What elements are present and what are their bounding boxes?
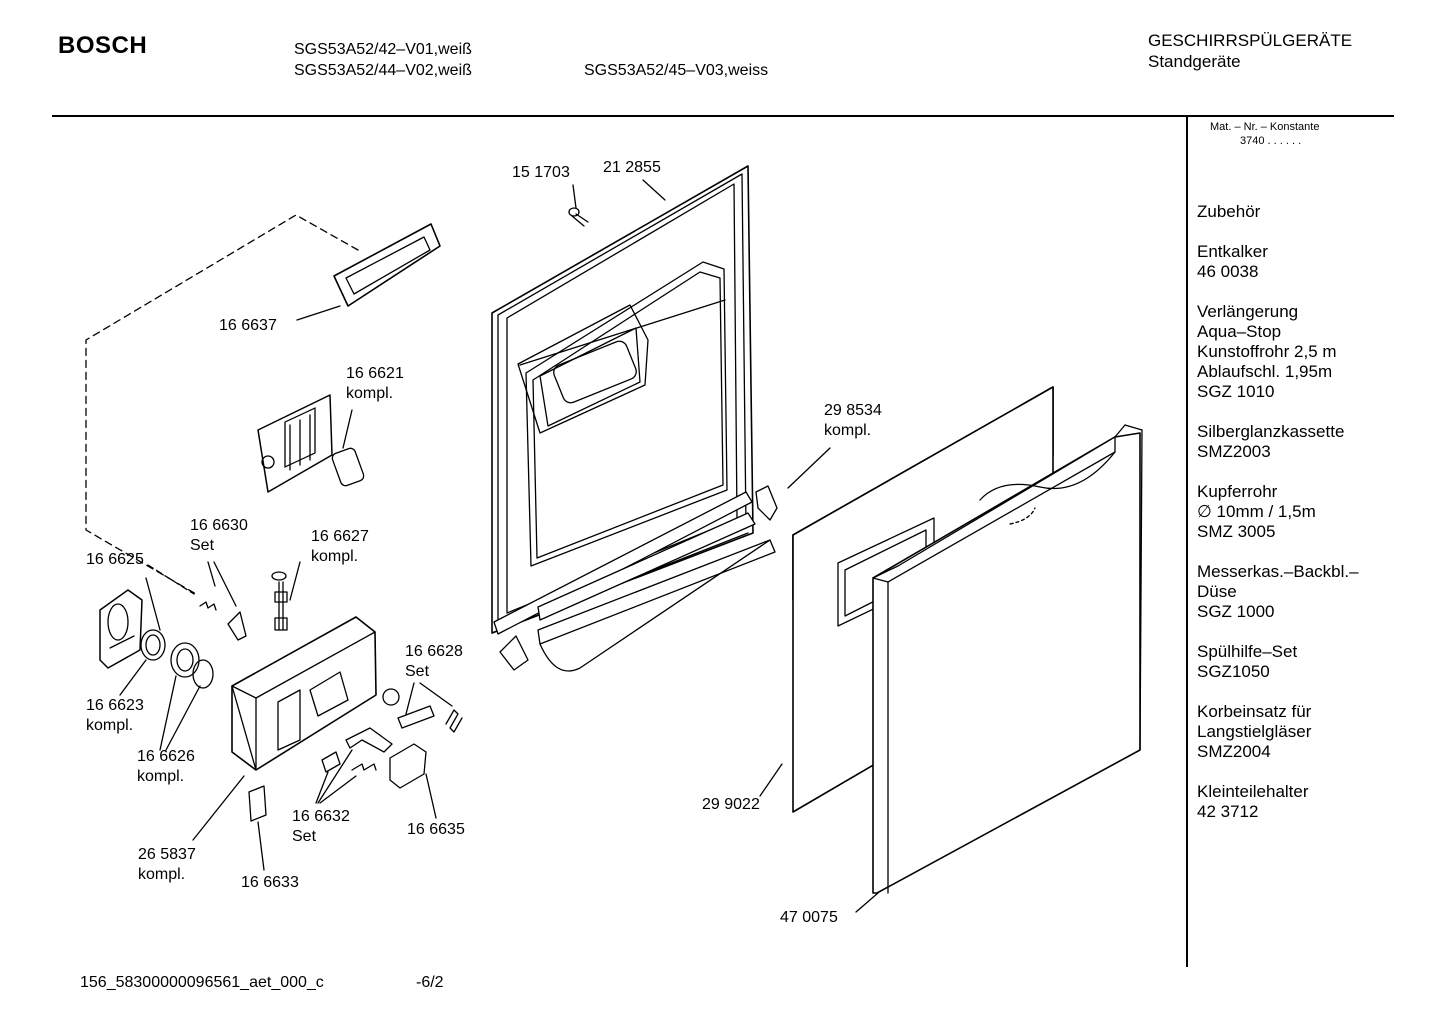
document-id: 156_58300000096561_aet_000_c — [80, 974, 324, 991]
model-number-1: SGS53A52/42–V01,weiß — [294, 41, 472, 58]
lever-part — [227, 611, 247, 641]
model-number-3: SGS53A52/45–V03,weiss — [584, 62, 769, 79]
accessory-line: Kunstoffrohr 2,5 m — [1197, 342, 1337, 361]
actuator-part — [397, 705, 435, 729]
o-ring-part — [192, 659, 214, 689]
spring-part — [199, 601, 217, 611]
category-line-1: GESCHIRRSPÜLGERÄTE — [1148, 31, 1353, 50]
part-label-151703: 15 1703 — [512, 164, 570, 181]
accessory-line: SGZ 1010 — [1197, 382, 1275, 401]
accessory-line: SGZ1050 — [1197, 662, 1270, 681]
inner-door-panel — [491, 165, 754, 634]
ball-part — [382, 688, 400, 706]
accessory-line: Messerkas.–Backbl.– — [1197, 562, 1359, 581]
dispenser-housing-part — [231, 616, 377, 771]
assembly-dashed-line — [85, 214, 359, 595]
konstante-value: 3740 . . . . . . — [1240, 135, 1302, 147]
accessory-line: Ablaufschl. 1,95m — [1197, 362, 1333, 381]
accessory-line: 42 3712 — [1197, 802, 1259, 821]
part-label-166637: 16 6637 — [219, 317, 277, 334]
hinge-part — [755, 485, 778, 521]
detergent-flap-part — [99, 589, 143, 669]
plate-part — [248, 785, 267, 822]
outer-door-panel — [872, 424, 1143, 894]
header-divider — [52, 115, 1394, 117]
part-label-212855: 21 2855 — [603, 159, 661, 176]
accessory-line: SMZ2004 — [1197, 742, 1271, 761]
accessory-line: SMZ 3005 — [1197, 522, 1276, 541]
accessory-line: Entkalker — [1197, 242, 1268, 261]
konstante-label: Mat. – Nr. – Konstante — [1210, 121, 1320, 133]
screw-part — [568, 207, 589, 227]
accessory-line: SMZ2003 — [1197, 442, 1271, 461]
lid-ring-part — [170, 642, 200, 678]
latch-part — [345, 727, 393, 753]
part-label-470075: 47 0075 — [780, 909, 838, 926]
accessory-line: Aqua–Stop — [1197, 322, 1282, 341]
konstante-block: Mat. – Nr. – Konstante 3740 . . . . . . — [1210, 120, 1319, 148]
sidebar-divider — [1186, 117, 1188, 967]
accessory-line: 46 0038 — [1197, 262, 1259, 281]
accessory-line: Spülhilfe–Set — [1197, 642, 1298, 661]
accessory-line: Silberglanzkassette — [1197, 422, 1345, 441]
part-label-166625: 16 6625 — [86, 551, 144, 568]
leader-lines — [119, 179, 879, 913]
accessory-line: Korbeinsatz für — [1197, 702, 1312, 721]
accessory-line: Düse — [1197, 582, 1237, 601]
spring-part-2 — [445, 709, 463, 733]
part-label-166633: 16 6633 — [241, 874, 299, 891]
accessory-line: ∅ 10mm / 1,5m — [1197, 502, 1316, 521]
accessory-line: Kleinteilehalter — [1197, 782, 1309, 801]
category-title: GESCHIRRSPÜLGERÄTE Standgeräte — [1148, 30, 1352, 72]
accessory-group: Zubehör — [1197, 202, 1359, 222]
category-line-2: Standgeräte — [1148, 52, 1241, 71]
accessory-line: Verlängerung — [1197, 302, 1299, 321]
brand-logo: BOSCH — [58, 32, 148, 59]
accessory-line: Kupferrohr — [1197, 482, 1278, 501]
model-number-2: SGS53A52/44–V02,weiß — [294, 62, 472, 79]
accessory-line: Zubehör — [1197, 202, 1261, 221]
accessory-line: Langstielgläser — [1197, 722, 1312, 741]
seal-ring-part — [140, 629, 166, 661]
bottom-seal-strip — [493, 491, 776, 672]
part-label-299022: 29 9022 — [702, 796, 760, 813]
float-part — [271, 571, 288, 631]
filter-cassette-part — [257, 394, 365, 493]
accessory-line: SGZ 1000 — [1197, 602, 1275, 621]
window-frame-part — [333, 223, 441, 307]
part-label-166635: 16 6635 — [407, 821, 465, 838]
switch-part — [389, 743, 427, 789]
page-number: -6/2 — [416, 974, 444, 991]
